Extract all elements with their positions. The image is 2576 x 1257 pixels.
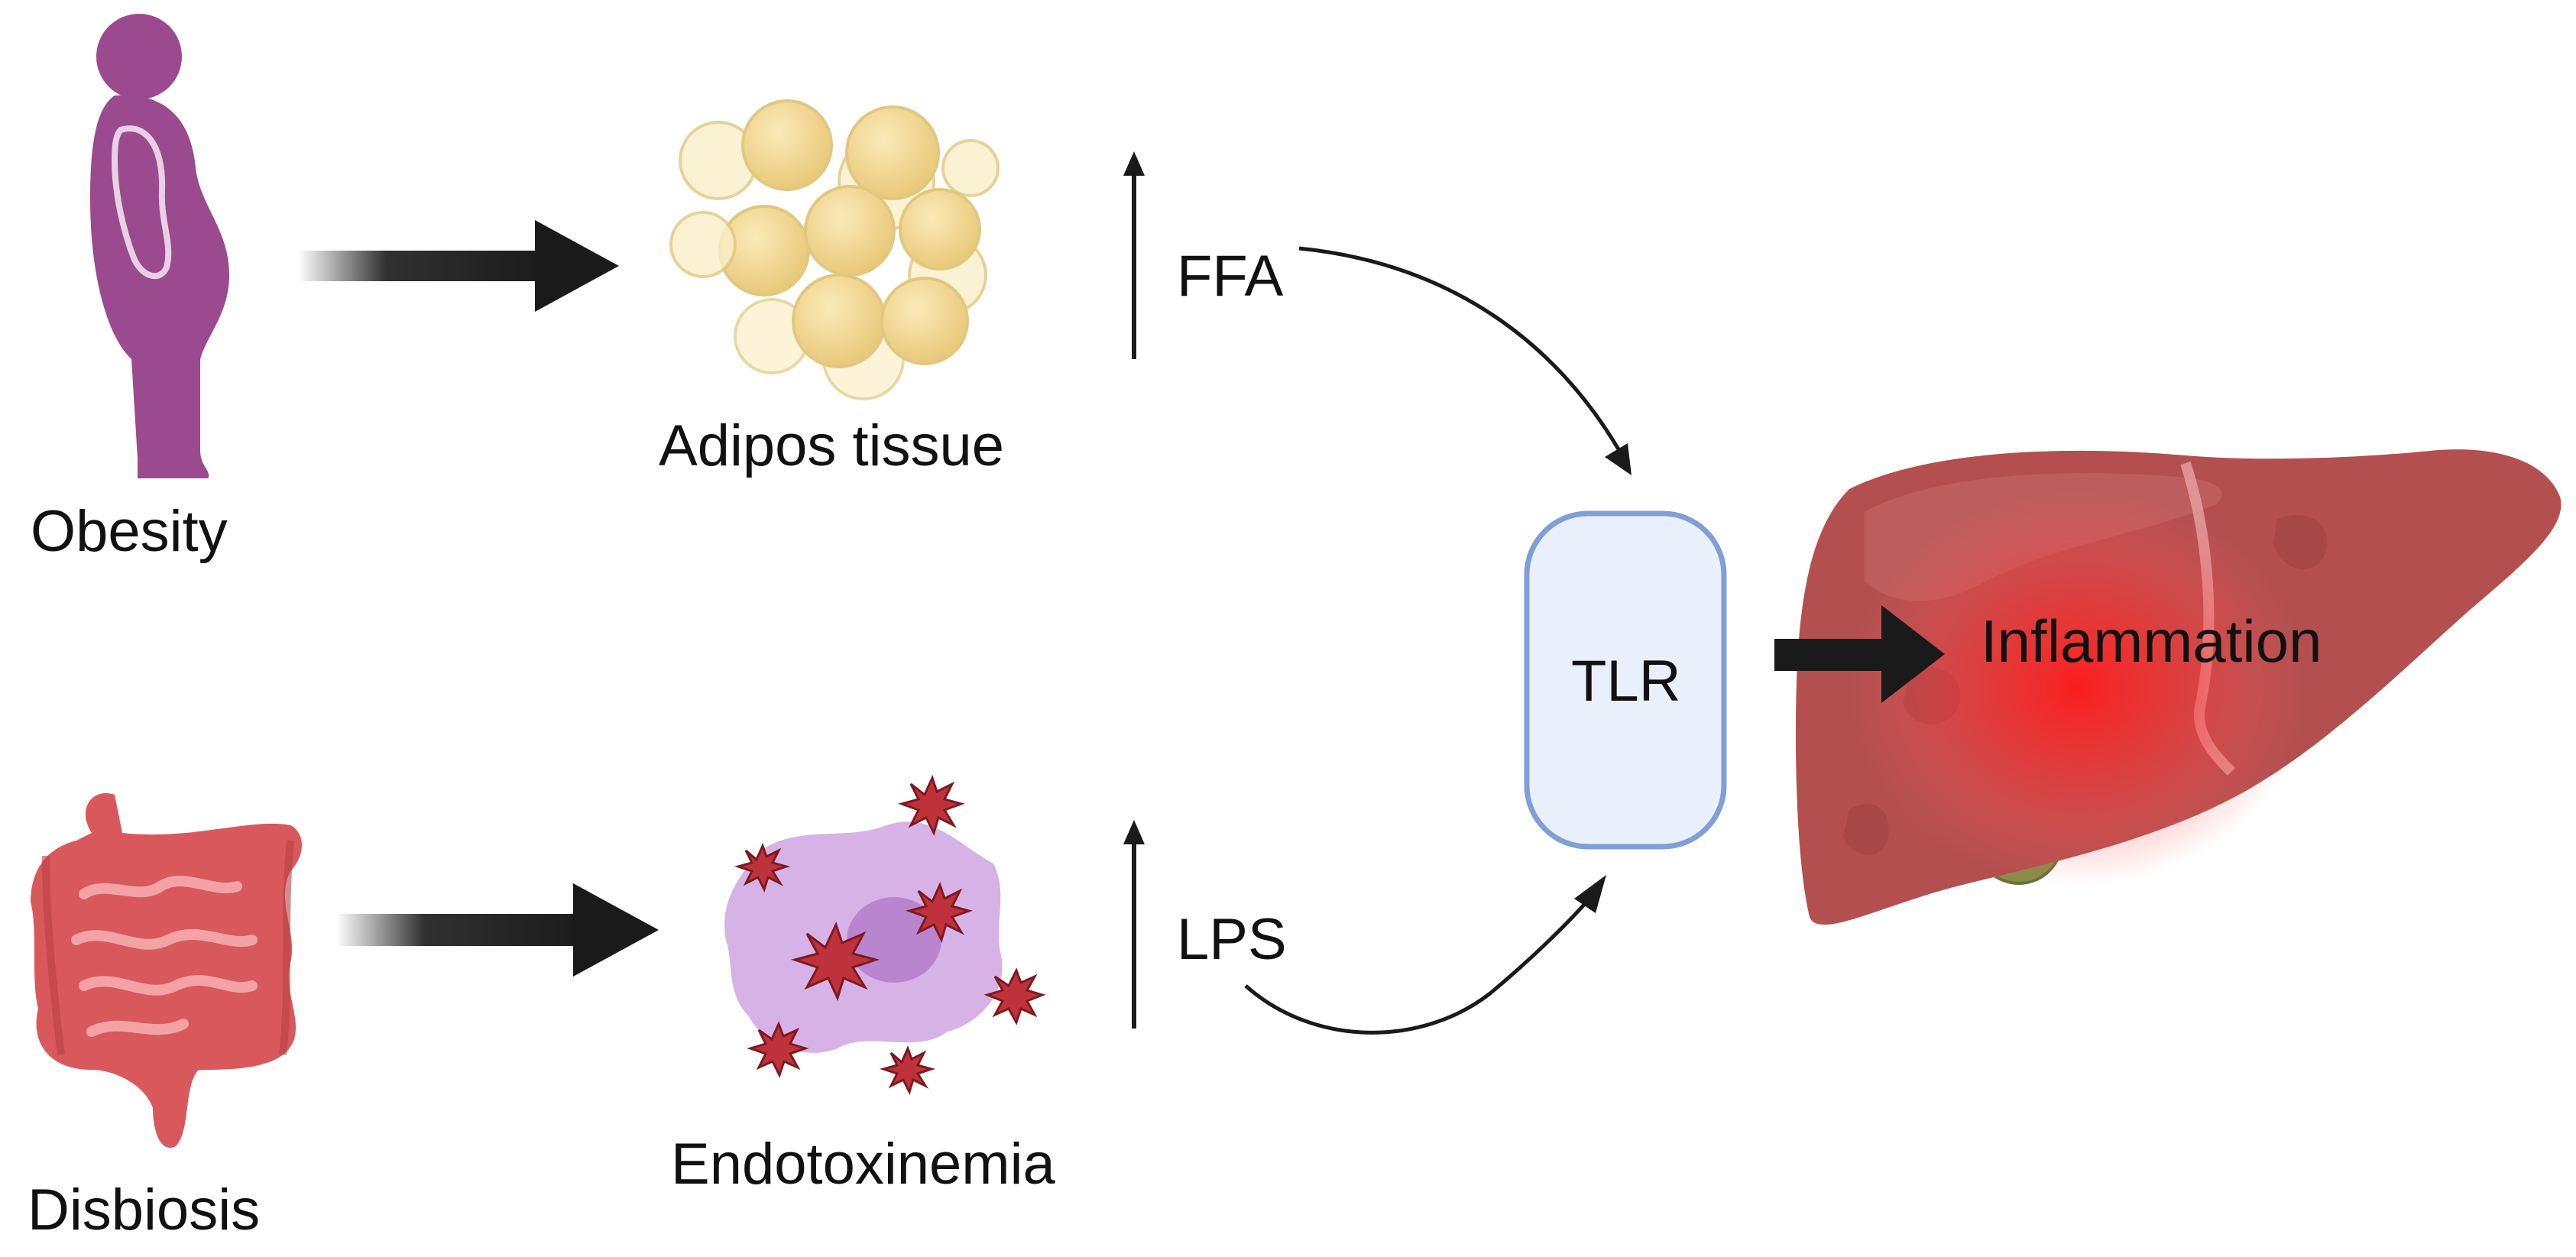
label-adipos-tissue: Adipos tissue	[659, 413, 1005, 478]
arrow-tlr-to-inflammation	[1774, 605, 1945, 703]
inflammation-glow	[1849, 489, 2308, 886]
ffa-up-arrow	[1123, 151, 1145, 359]
arrow-obesity-to-adipos	[298, 220, 619, 312]
label-lps: LPS	[1177, 907, 1287, 972]
obese-person-icon	[90, 14, 229, 478]
ros-particles	[734, 774, 1046, 1095]
lps-arrowhead	[1574, 875, 1606, 913]
lps-up-arrow	[1123, 820, 1145, 1029]
label-endotoxinemia: Endotoxinemia	[671, 1132, 1055, 1197]
label-ffa: FFA	[1177, 244, 1284, 309]
liver-icon	[1796, 449, 2561, 925]
arrow-disbiosis-to-endotoxinemia	[336, 883, 659, 977]
adipose-cells-icon	[669, 99, 1000, 400]
label-disbiosis: Disbiosis	[28, 1178, 261, 1242]
label-inflammation: Inflammation	[1981, 607, 2322, 675]
intestine-icon	[31, 793, 302, 1148]
ffa-arrowhead	[1605, 443, 1631, 475]
label-obesity: Obesity	[31, 499, 228, 564]
label-tlr: TLR	[1571, 649, 1681, 714]
ffa-to-tlr-arrow	[1298, 246, 1626, 460]
lps-to-tlr-arrow	[1244, 893, 1595, 1035]
tlr-receptor	[1524, 510, 1727, 850]
